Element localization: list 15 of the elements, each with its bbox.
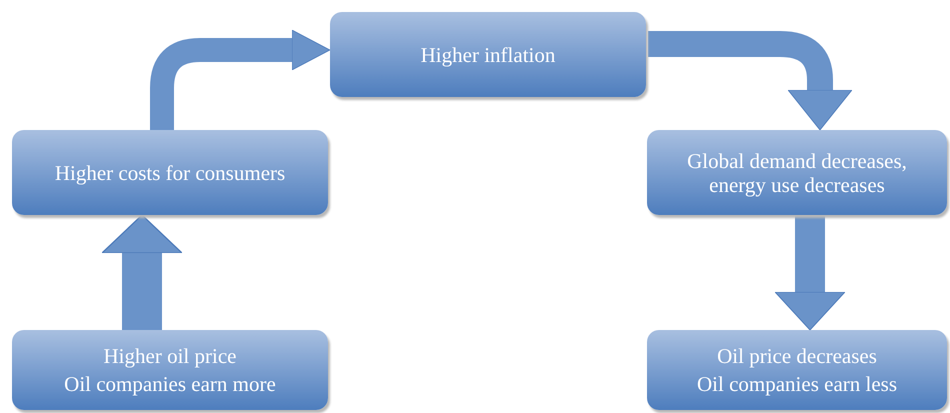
process-box xyxy=(12,330,328,410)
box-text: Higher costs for consumers xyxy=(54,160,286,184)
box-text: Oil companies earn more xyxy=(64,372,276,396)
box-text: Oil price decreases xyxy=(717,344,877,368)
box-text: Global demand decreases, energy use decreases xyxy=(686,148,908,196)
box-text: Oil companies earn less xyxy=(696,372,898,396)
process-box xyxy=(330,12,646,97)
box-text: Higher inflation xyxy=(420,42,556,66)
block-arrow xyxy=(101,214,183,330)
process-box xyxy=(647,330,947,410)
process-box xyxy=(647,130,947,215)
block-arrow xyxy=(648,31,852,130)
box-text: Higher oil price xyxy=(104,344,236,368)
process-box xyxy=(12,130,328,215)
block-arrow xyxy=(774,215,846,330)
